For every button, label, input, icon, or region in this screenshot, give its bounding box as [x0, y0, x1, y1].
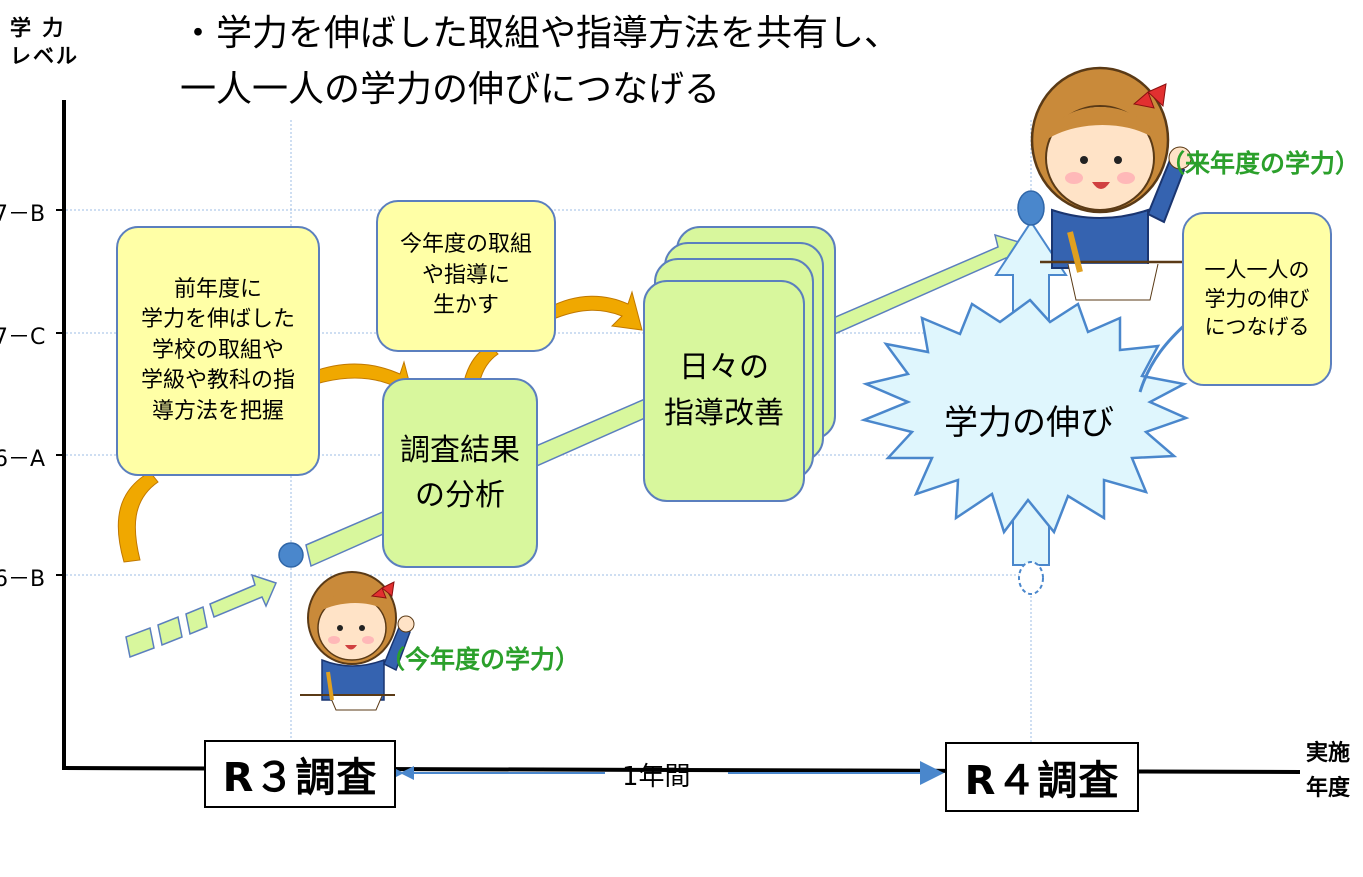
y-level-label: 6－A: [0, 447, 46, 472]
level-dot-dashed: [1018, 561, 1044, 595]
next-year-label: （来年度の学力）: [1160, 149, 1361, 178]
this-year-label: （今年度の学力）: [380, 645, 581, 674]
x-axis-title: 実施 年度: [1306, 736, 1350, 806]
level-dot-this-year: [278, 542, 304, 568]
y-axis-title-line2: レベル: [10, 44, 79, 69]
student-illustration-large: [1030, 66, 1192, 301]
level-dot-next-year: [1017, 190, 1045, 226]
analysis-box: 調査結果 の分析: [382, 378, 538, 568]
page-heading: ・学力を伸ばした取組や指導方法を共有し、 一人一人の学力の伸びにつなげる: [180, 6, 900, 118]
apply-box: 今年度の取組 や指導に 生かす: [376, 200, 556, 352]
heading-line2: 一人一人の学力の伸びにつなげる: [180, 69, 721, 110]
heading-line1: ・学力を伸ばした取組や指導方法を共有し、: [180, 13, 901, 54]
daily-improvement-box: 日々の 指導改善: [643, 280, 805, 502]
individual-growth-box: 一人一人の 学力の伸び につなげる: [1182, 212, 1332, 386]
period-label: 1年間: [622, 762, 691, 792]
dashed-trend-arrows: [125, 573, 278, 659]
x-axis-title-line2: 年度: [1306, 776, 1351, 802]
student-illustration-small: [300, 571, 415, 711]
previous-year-box: 前年度に 学力を伸ばした 学校の取組や 学級や教科の指 導方法を把握: [116, 226, 320, 476]
y-axis-title: 学 力 レベル: [10, 14, 79, 71]
r3-survey-box: R３調査: [204, 740, 396, 808]
y-level-label: 7－C: [0, 325, 46, 350]
y-ticks: [56, 209, 66, 576]
growth-burst: [859, 298, 1190, 535]
y-level-label: 6－B: [0, 567, 46, 592]
y-level-label: 7－B: [0, 202, 46, 227]
r4-survey-box: R４調査: [945, 742, 1139, 812]
y-axis-title-line1: 学 力: [10, 16, 66, 40]
growth-label: 学力の伸び: [944, 403, 1114, 443]
x-axis-title-line1: 実施: [1306, 741, 1351, 766]
